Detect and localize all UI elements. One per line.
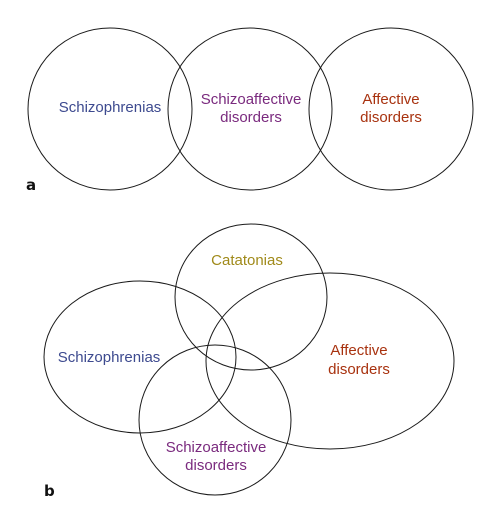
circle-schizoaffective-a [167,27,333,191]
label-schizoaffective-a-line2: disorders [220,109,282,126]
label-schizoaffective-b-line1: Schizoaffective [166,439,267,456]
label-catatonias-b: Catatonias [211,252,283,269]
label-schizophrenias-a: Schizophrenias [59,99,162,116]
panel-letter-b: b [44,482,55,500]
ellipse-affective-b [205,272,455,450]
ellipse-schizoaffective-b [138,344,292,496]
label-affective-a-line2: disorders [360,109,422,126]
label-schizophrenias-b: Schizophrenias [58,349,161,366]
label-affective-b-line1: Affective [330,342,387,359]
label-affective-b-line2: disorders [328,361,390,378]
panel-b: Catatonias Schizophrenias Affective diso… [43,223,455,500]
circle-affective-a [308,27,474,191]
label-affective-a-line1: Affective [362,91,419,108]
panel-a: Schizophrenias Schizoaffective disorders… [26,27,474,194]
label-schizoaffective-b-line2: disorders [185,457,247,474]
circle-schizophrenias-a [27,27,193,191]
panel-letter-a: a [26,176,36,194]
ellipse-catatonias-b [174,223,328,371]
label-schizoaffective-a-line1: Schizoaffective [201,91,302,108]
